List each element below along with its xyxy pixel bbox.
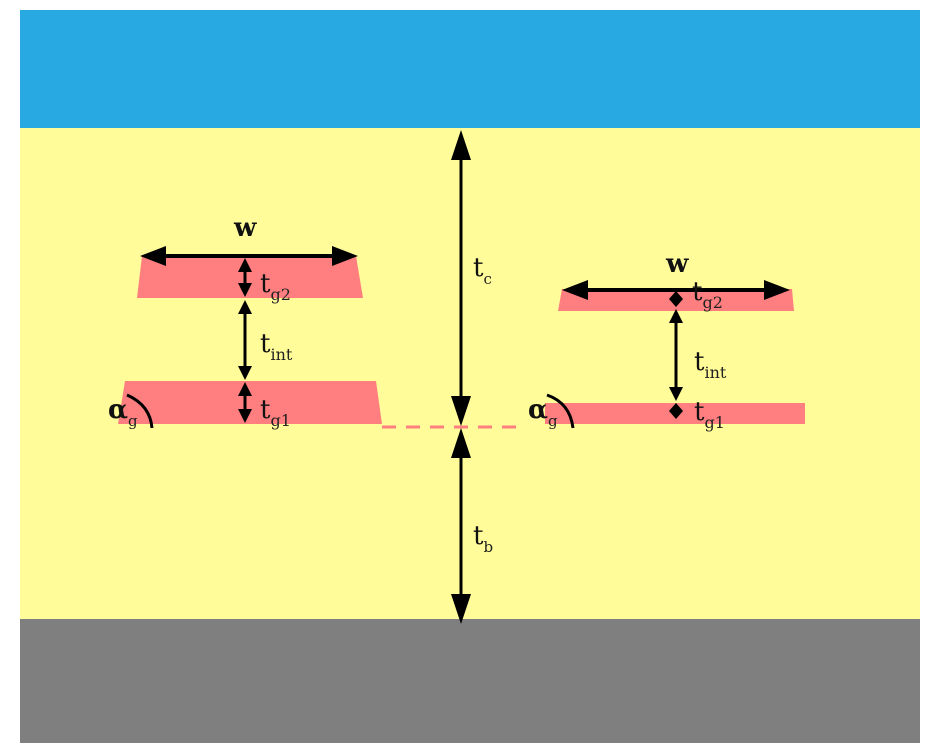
tc-arrow <box>451 130 471 426</box>
cladding-layer <box>20 128 920 619</box>
left-tint-arrow <box>238 300 252 380</box>
right-tint-label: tint <box>694 347 727 382</box>
right-w-label: w <box>665 249 689 279</box>
tb-arrow <box>451 428 471 624</box>
tb-label: tb <box>473 521 493 556</box>
left-tg2-label: tg2 <box>260 269 291 304</box>
right-alpha-label: αg <box>528 395 558 430</box>
left-tg2-arrow <box>238 258 252 297</box>
substrate-layer <box>20 619 920 743</box>
left-tg1-arrow <box>238 382 252 423</box>
left-w-arrow <box>140 246 358 266</box>
right-tg2-label: tg2 <box>692 277 723 312</box>
left-alpha-label: αg <box>108 395 138 430</box>
left-upper-strip <box>137 256 363 298</box>
left-tg1-label: tg1 <box>260 395 291 430</box>
tc-label: tc <box>473 253 492 288</box>
left-alpha-arc <box>126 393 154 429</box>
top-layer <box>20 10 920 128</box>
right-tint-arrow <box>669 309 683 401</box>
right-tg1-label: tg1 <box>694 397 725 432</box>
right-tg1-marker <box>669 403 683 419</box>
left-w-label: w <box>233 213 257 243</box>
left-tint-label: tint <box>260 329 293 364</box>
right-w-arrow <box>562 280 790 300</box>
right-alpha-arc <box>546 393 575 429</box>
right-tg2-marker <box>669 291 683 307</box>
left-lower-strip <box>118 381 382 424</box>
